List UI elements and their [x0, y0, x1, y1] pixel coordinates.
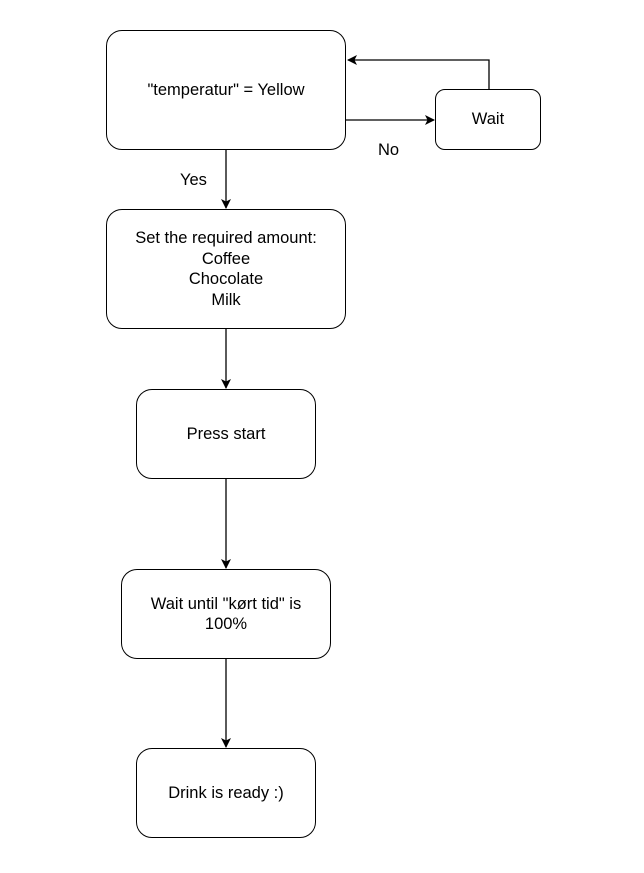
node-temperature-check-label: "temperatur" = Yellow — [147, 80, 305, 99]
edge-label-no: No — [378, 141, 400, 159]
node-drink-ready-label: Drink is ready :) — [168, 783, 284, 802]
node-temperature-check: "temperatur" = Yellow — [106, 30, 346, 150]
edge-loop-back-arrow — [347, 55, 490, 89]
edge-label-yes: Yes — [180, 171, 207, 189]
node-wait-label: Wait — [471, 110, 505, 129]
node-press-start-label: Press start — [186, 424, 266, 443]
node-wait-until-label: Wait until "kørt tid" is 100% — [150, 594, 302, 634]
node-wait-until: Wait until "kørt tid" is 100% — [121, 569, 331, 659]
node-wait: Wait — [435, 89, 541, 150]
node-press-start: Press start — [136, 389, 316, 479]
node-set-amount: Set the required amount: Coffee Chocolat… — [106, 209, 346, 329]
node-drink-ready: Drink is ready :) — [136, 748, 316, 838]
node-set-amount-label: Set the required amount: Coffee Chocolat… — [135, 229, 317, 309]
